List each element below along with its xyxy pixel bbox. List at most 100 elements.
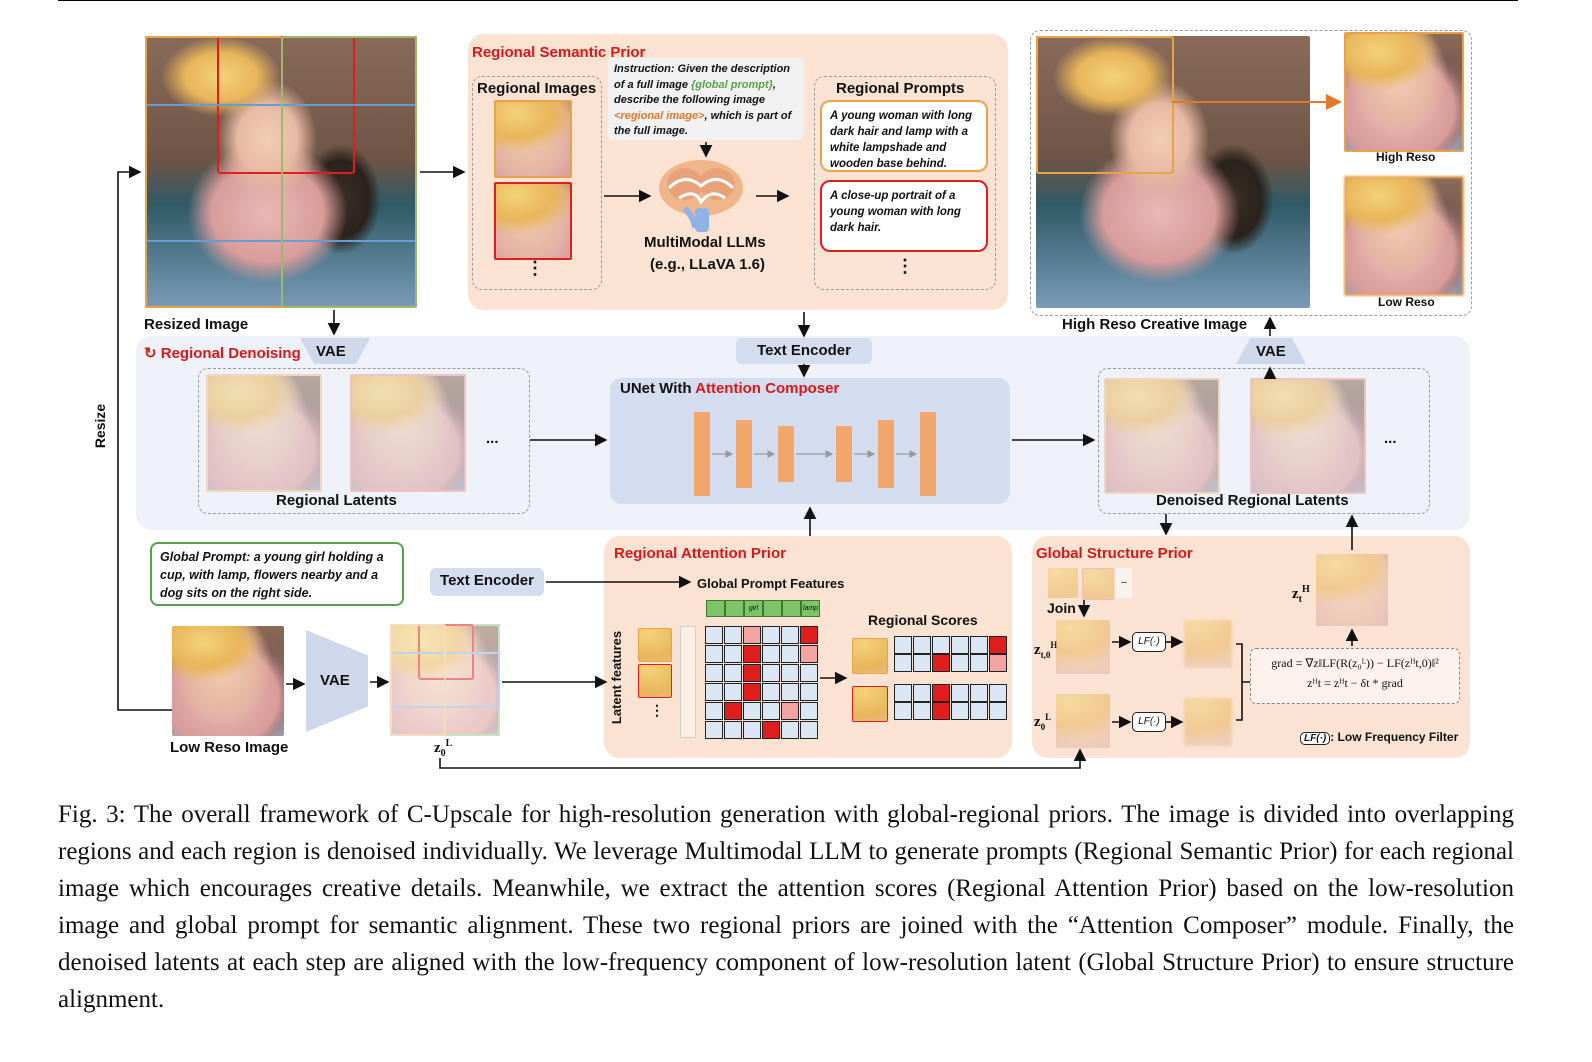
- attention-cell: [800, 683, 818, 701]
- high-reso-creative-image-label: High Reso Creative Image: [1062, 316, 1248, 333]
- regional-attention-prior-title: Regional Attention Prior: [614, 545, 786, 562]
- low-reso-latent-grid: [390, 624, 500, 736]
- regional-prompts-box: [814, 76, 996, 290]
- denoised-latent-2: [1250, 378, 1366, 494]
- regional-images-box: [472, 76, 602, 290]
- zt0H-sup: H: [1050, 640, 1058, 650]
- unet-layer-2: [736, 420, 752, 488]
- attention-cell: [705, 683, 723, 701]
- ztH-sup: H: [1302, 584, 1310, 595]
- regional-prompts-ellipsis: ⋮: [896, 256, 914, 276]
- text-encoder-top: Text Encoder: [736, 338, 872, 364]
- bracket-to-equation: [1236, 643, 1250, 721]
- score-cell: [989, 684, 1007, 702]
- attention-cell: [800, 721, 818, 739]
- score-cell: [951, 684, 969, 702]
- vae-label-bottom: VAE: [320, 672, 350, 689]
- high-reso-crop-outline: [1036, 36, 1174, 174]
- score-cell: [970, 636, 988, 654]
- regional-scores-label: Regional Scores: [868, 612, 978, 628]
- low-reso-crop: [1344, 176, 1464, 296]
- score-cell: [894, 702, 912, 720]
- instruction-box: Instruction: Given the description of a …: [608, 58, 804, 140]
- lf-box-2: LF(·): [1132, 712, 1166, 732]
- attention-cell: [781, 721, 799, 739]
- attention-cell: [724, 683, 742, 701]
- lf-box-1: LF(·): [1132, 632, 1166, 652]
- z0L-label: z0L: [434, 738, 452, 759]
- attention-cell: [762, 683, 780, 701]
- regional-score-thumb-2: [852, 686, 888, 722]
- attention-cell: [724, 721, 742, 739]
- region-olive-outline: [281, 36, 417, 308]
- zt0H-image: [1056, 620, 1110, 674]
- low-reso-image: [172, 626, 284, 736]
- attention-cell: [762, 645, 780, 663]
- global-prompt-features-label: Global Prompt Features: [697, 576, 845, 591]
- zt0H-z: z: [1034, 642, 1041, 658]
- score-cell: [951, 702, 969, 720]
- attention-cell: [781, 683, 799, 701]
- score-cell: [970, 684, 988, 702]
- attention-cell: [781, 645, 799, 663]
- attention-cell: [724, 664, 742, 682]
- llm-label: MultiModal LLMs: [644, 234, 766, 251]
- brain-icon: [659, 160, 743, 232]
- score-cell: [913, 702, 931, 720]
- unet-prefix: UNet With: [620, 380, 696, 397]
- regional-score-thumb-1: [852, 638, 888, 674]
- score-cell: [932, 702, 950, 720]
- join-thumb-more: –: [1116, 568, 1132, 598]
- attention-cell: [800, 645, 818, 663]
- attention-cell: [705, 626, 723, 644]
- z0L-gs-sub: 0: [1040, 722, 1046, 732]
- token-1: [706, 600, 725, 617]
- score-cell: [951, 636, 969, 654]
- score-cell: [894, 654, 912, 672]
- resized-image: [145, 36, 417, 308]
- score-cell: [951, 654, 969, 672]
- unet-highlight: Attention Composer: [695, 380, 840, 397]
- attention-cell: [781, 664, 799, 682]
- attention-cell: [724, 702, 742, 720]
- instruction-prefix: Instruction: Given the description of a …: [614, 63, 791, 91]
- low-reso-label: Low Reso: [1378, 295, 1435, 309]
- unet-layer-5: [878, 420, 894, 488]
- zt0H-label: zt,0H: [1034, 640, 1057, 660]
- attention-cell: [781, 626, 799, 644]
- attention-cell: [762, 702, 780, 720]
- z0L-lf-image: [1184, 698, 1232, 746]
- instruction-suffix: , which is part of the full image.: [614, 109, 792, 138]
- regional-score-row-2: [894, 684, 1007, 720]
- join-label: Join: [1047, 600, 1076, 616]
- denoised-latents-label: Denoised Regional Latents: [1156, 492, 1349, 509]
- attention-cell: [743, 702, 761, 720]
- low-reso-image-label: Low Reso Image: [170, 739, 289, 756]
- unet-block: [610, 378, 1010, 504]
- arrow-resize-loop: [117, 165, 172, 711]
- score-cell: [913, 654, 931, 672]
- high-reso-crop: [1344, 32, 1464, 152]
- llm-example: (e.g., LLaVA 1.6): [650, 256, 766, 273]
- attention-cell: [762, 626, 780, 644]
- regional-semantic-prior-title: Regional Semantic Prior: [472, 44, 646, 61]
- zt0H-lf-image: [1184, 620, 1232, 668]
- z0L-gs-z: z: [1034, 714, 1041, 730]
- attention-cell: [743, 721, 761, 739]
- latent-feature-column: [680, 626, 696, 738]
- score-cell: [970, 654, 988, 672]
- attention-cell: [705, 645, 723, 663]
- denoised-latents-dots: ...: [1384, 430, 1397, 447]
- attention-cell: [800, 626, 818, 644]
- high-reso-output-box: [1030, 30, 1472, 316]
- high-reso-label: High Reso: [1376, 150, 1436, 164]
- ztH-z: z: [1292, 586, 1299, 602]
- attention-cell: [743, 645, 761, 663]
- ztH-image: [1316, 554, 1388, 626]
- zt0H-sub: t,0: [1040, 650, 1051, 660]
- top-rule: [58, 0, 1518, 1]
- ztH-sub: t: [1298, 594, 1303, 605]
- z0L-sub: 0: [440, 748, 446, 759]
- latent-feature-thumb-1: [638, 628, 672, 662]
- attention-grid: [705, 626, 818, 739]
